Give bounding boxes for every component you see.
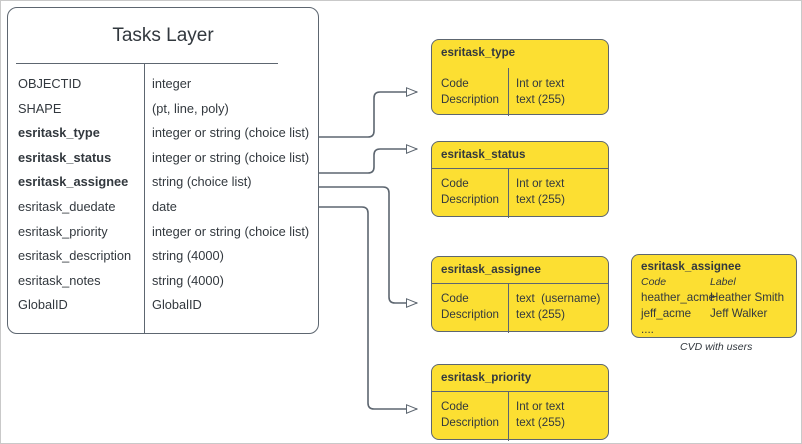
domain-box-right-column: text (username) text (255) [516,292,601,321]
cvd-box-esritask-assignee[interactable]: esritask_assignee Code Label heather_acm… [631,254,797,338]
field-name: esritask_assignee [18,174,129,190]
field-type: date [152,198,177,214]
field-name: esritask_notes [18,272,101,288]
field-type: integer [152,76,192,91]
field-name: esritask_description [18,248,132,264]
entity-field-row[interactable]: esritask_assignee string (choice list) [8,174,318,199]
entity-title-divider [16,63,278,64]
domain-box-column-divider [508,169,509,218]
connector-to-type [318,92,417,138]
domain-box-right-column: Int or text text (255) [516,400,565,429]
connector-to-priority [318,206,417,409]
entity-field-row[interactable]: esritask_duedate date [8,199,318,224]
field-type: integer or string (choice list) [152,149,310,165]
domain-box-title: esritask_priority [441,371,532,384]
domain-box-left-column: Code Description [441,400,499,429]
cvd-box-title: esritask_assignee [641,260,741,273]
field-name: SHAPE [18,100,62,116]
domain-box-esritask-assignee[interactable]: esritask_assignee Code Description text … [431,256,609,333]
field-name: esritask_status [18,149,112,165]
entity-field-row[interactable]: SHAPE (pt, line, poly) [8,101,318,126]
field-type: string (4000) [152,248,224,264]
field-type: integer or string (choice list) [152,125,310,141]
entity-field-list: OBJECTID integer SHAPE (pt, line, poly) … [8,76,318,322]
domain-box-right-column: Int or text text (255) [516,77,565,106]
tasks-layer-entity[interactable]: Tasks Layer OBJECTID integer SHAPE (pt, … [7,7,319,334]
domain-box-left-column: Code Description [441,77,499,106]
entity-column-divider [144,64,145,333]
domain-box-esritask-type[interactable]: esritask_type Code Description Int or te… [431,39,609,116]
entity-field-row[interactable]: GlobalID GlobalID [8,297,318,322]
domain-box-column-divider [508,68,509,116]
entity-field-row[interactable]: esritask_description string (4000) [8,248,318,273]
entity-field-row[interactable]: esritask_notes string (4000) [8,273,318,298]
domain-box-title: esritask_assignee [441,263,541,276]
entity-field-row[interactable]: esritask_priority integer or string (cho… [8,224,318,249]
domain-box-header-divider [432,168,608,169]
domain-box-header-divider [432,391,608,392]
cvd-code-values: heather_acme jeff_acme .... [641,291,716,336]
entity-field-row[interactable]: esritask_status integer or string (choic… [8,150,318,175]
field-type: string (4000) [152,272,224,288]
entity-field-row[interactable]: esritask_type integer or string (choice … [8,125,318,150]
cvd-header-code: Code [641,276,667,288]
field-name: esritask_priority [18,223,108,239]
entity-field-row[interactable]: OBJECTID integer [8,76,318,101]
cvd-header-label: Label [710,276,736,288]
domain-box-left-column: Code Description [441,292,499,321]
domain-box-column-divider [508,392,509,441]
connector-to-assignee [318,186,417,303]
domain-box-right-column: Int or text text (255) [516,177,565,206]
cvd-label-values: Heather Smith Jeff Walker [710,291,785,320]
field-type: (pt, line, poly) [152,100,229,116]
domain-box-column-divider [508,284,509,333]
field-name: esritask_duedate [18,198,116,214]
field-type: integer or string (choice list) [152,223,310,239]
domain-box-title: esritask_type [441,46,516,59]
domain-box-esritask-status[interactable]: esritask_status Code Description Int or … [431,141,609,218]
field-type: string (choice list) [152,174,252,190]
domain-box-left-column: Code Description [441,177,499,206]
connector-to-status [318,149,417,174]
field-name: GlobalID [18,297,68,313]
entity-title: Tasks Layer [112,25,214,46]
field-name: esritask_type [18,125,100,141]
domain-box-title: esritask_status [441,148,526,161]
field-name: OBJECTID [18,76,82,91]
field-type: GlobalID [152,297,202,313]
cvd-caption: CVD with users [680,341,753,353]
domain-box-esritask-priority[interactable]: esritask_priority Code Description Int o… [431,364,609,441]
domain-box-header-divider [432,283,608,284]
